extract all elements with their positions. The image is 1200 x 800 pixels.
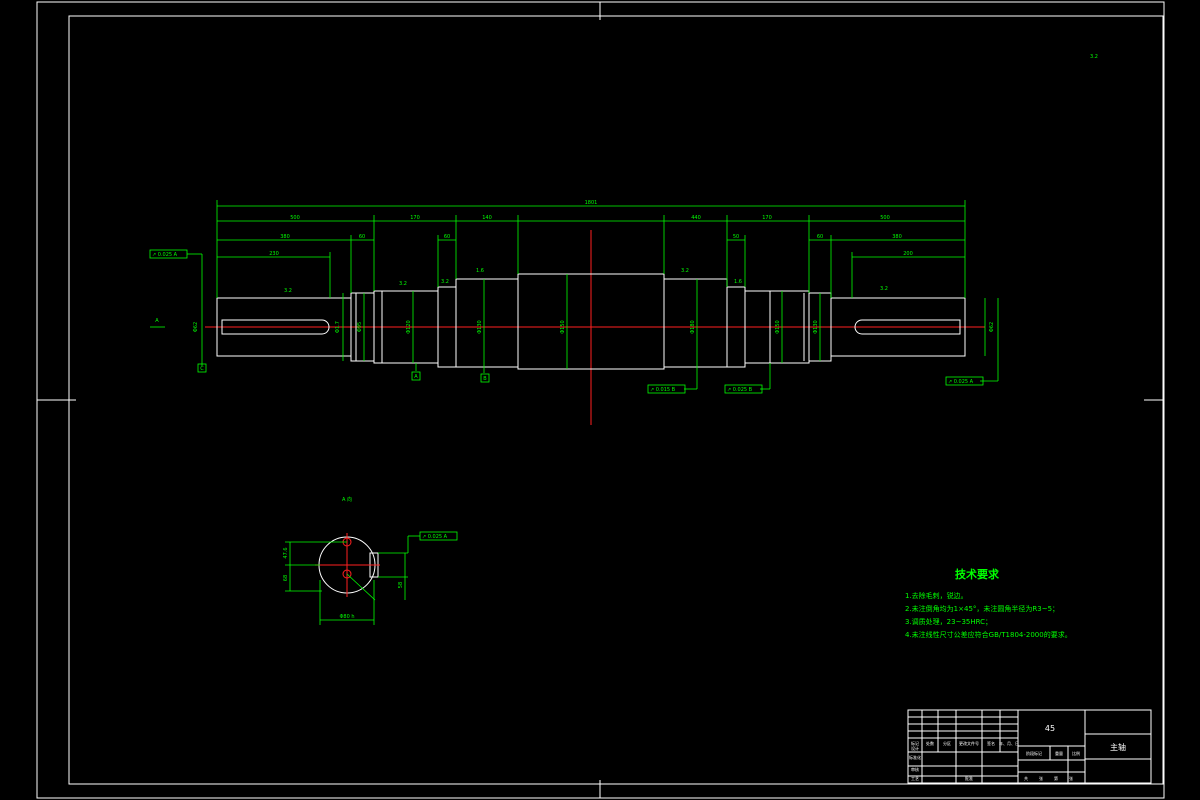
tech-item-3: 3.调质处理，23~35HRC； — [905, 618, 993, 626]
title-row-label: 签名 — [987, 740, 995, 746]
tech-item-4: 4.未注线性尺寸公差应符合GB/T1804-2000的要求。 — [905, 631, 1072, 639]
title-lower-label: 批准 — [965, 775, 973, 781]
top-dim-label: 170 — [410, 215, 420, 221]
datum-label: B — [483, 376, 487, 382]
tolerance-frame-4-box — [945, 376, 984, 386]
title-right-label: 阶段标记 — [1026, 750, 1042, 756]
title-lower-label: 标准化 — [909, 754, 921, 760]
sheet-label: 张 — [1069, 775, 1073, 781]
part-name-label: 主轴 — [1110, 742, 1126, 752]
diameter-label: Φ150 — [775, 320, 781, 333]
drawing-labels: 1801 500 170 140 440 170 500 380 60 60 50 60 380 230 2… — [149, 54, 1126, 781]
datum-box — [197, 363, 207, 373]
title-lower-label: 工艺 — [911, 776, 919, 781]
section-dim-label: 68 — [283, 575, 289, 581]
dimension-lines — [150, 200, 999, 390]
diameter-label: Φ180 — [690, 320, 696, 333]
roughness-label: 3.2 — [399, 281, 407, 287]
sheet-label: 共 — [1024, 775, 1028, 781]
tolerance-frame-2-box — [647, 384, 686, 394]
roughness-label: 3.2 — [1090, 54, 1098, 60]
roughness-label: 1.6 — [734, 279, 742, 285]
roughness-label: 3.2 — [880, 286, 888, 292]
tech-item-2: 2.未注倒角均为1×45°，未注圆角半径为R3~5； — [905, 605, 1060, 613]
sheet-label: 张 — [1039, 775, 1043, 781]
inner-dim-label: 200 — [903, 251, 913, 257]
datum-label: A — [414, 374, 418, 380]
center-lines — [205, 230, 985, 425]
mid-dim-label: 60 — [359, 234, 365, 240]
datum-label: C — [200, 366, 204, 372]
datum-box — [411, 371, 421, 381]
title-right-label: 重量 — [1055, 750, 1063, 756]
material-label: 45 — [1045, 724, 1055, 733]
section-dim-label: 47.6 — [283, 547, 289, 558]
section-dim-label: 58 — [398, 582, 404, 588]
tech-item-1: 1.去除毛刺，锐边。 — [905, 592, 968, 600]
title-row-label: 年、月、日 — [999, 740, 1019, 746]
mid-dim-label: 380 — [892, 234, 902, 240]
section-view-label: A 向 — [342, 496, 352, 503]
tolerance-frame-5: ↗ 0.025 A — [422, 534, 448, 540]
keyway-width-label: Φ62 — [193, 322, 199, 332]
diameter-label: Φ130 — [477, 320, 483, 333]
title-row-label: 更改文件号 — [959, 740, 979, 746]
top-dim-label: 440 — [691, 215, 701, 221]
mid-dim-label: 60 — [444, 234, 450, 240]
keyway-width-label: Φ62 — [989, 322, 995, 332]
tolerance-frame-3: ↗ 0.025 B — [727, 387, 753, 393]
diameter-label: Φ150 — [560, 320, 566, 333]
roughness-label: 3.2 — [681, 268, 689, 274]
overall-length-label: 1801 — [585, 200, 598, 206]
title-lower-label: 审核 — [911, 766, 919, 772]
top-dim-label: 500 — [880, 215, 890, 221]
tolerance-frame-2: ↗ 0.015 B — [650, 387, 676, 393]
diameter-label: Φ130 — [813, 320, 819, 333]
tolerance-frame-3-box — [724, 384, 763, 394]
tech-title: 技术要求 — [955, 568, 999, 581]
sheet-border — [36, 1, 1165, 799]
top-dim-label: 170 — [762, 215, 772, 221]
roughness-label: 3.2 — [441, 279, 449, 285]
title-lower-label: 设计 — [911, 745, 919, 751]
roughness-label: 1.6 — [476, 268, 484, 274]
title-block — [907, 709, 1152, 784]
diameter-label: Φ95 — [357, 322, 363, 332]
mid-dim-label: 60 — [817, 234, 823, 240]
shaft-outline — [216, 273, 966, 370]
title-row-label: 分区 — [943, 740, 951, 746]
top-dim-label: 140 — [482, 215, 492, 221]
section-view-a — [285, 533, 420, 625]
title-row-label: 标记 — [911, 740, 919, 746]
title-right-label: 比例 — [1072, 750, 1080, 756]
inner-dim-label: 230 — [269, 251, 279, 257]
sheet-label: 第 — [1054, 775, 1058, 781]
section-dim-label: Φ80 h — [339, 614, 354, 620]
roughness-label: 3.2 — [284, 288, 292, 294]
tolerance-frame-5-box — [419, 531, 458, 541]
tolerance-frame-4: ↗ 0.025 A — [948, 379, 974, 385]
mid-dim-label: 50 — [733, 234, 739, 240]
title-row-label: 处数 — [926, 740, 934, 746]
diameter-label: Φ1.7 — [335, 321, 341, 333]
mid-dim-label: 380 — [280, 234, 290, 240]
datum-box — [480, 373, 490, 383]
diameter-label: Φ120 — [406, 320, 412, 333]
view-arrow-label: A — [155, 318, 159, 324]
top-dim-label: 500 — [290, 215, 300, 221]
tolerance-frame-1: ↗ 0.025 A — [152, 252, 178, 258]
tolerance-frame-1-box — [149, 249, 188, 259]
